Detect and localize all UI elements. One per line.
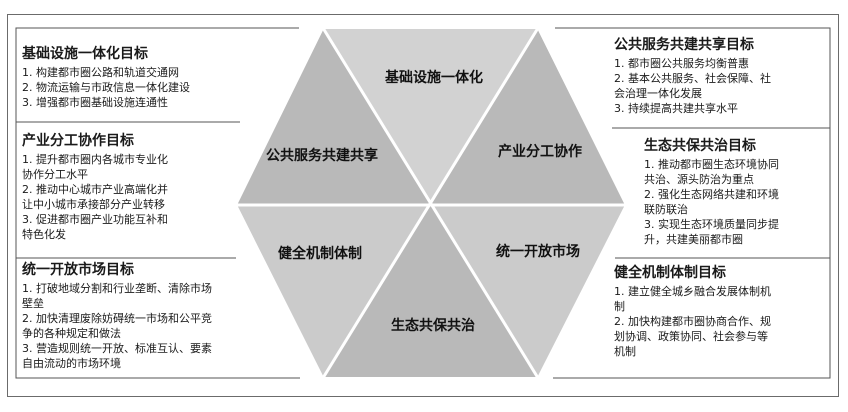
goal-title: 公共服务共建共享目标 xyxy=(614,37,754,53)
right-box-outline-3 xyxy=(553,257,831,379)
hex-label-market: 统一开放市场 xyxy=(496,243,580,260)
hex-dividers xyxy=(236,27,626,379)
goal-box-industry: 产业分工协作目标 1. 提升都市圈内各城市专业化 协作分工水平 2. 推动中心城… xyxy=(22,133,227,242)
goal-item: 会治理一体化发展 xyxy=(614,87,702,100)
goal-item: 2. 加快构建都市圈协商合作、规 xyxy=(614,315,771,328)
goal-item: 协作分工水平 xyxy=(22,168,88,181)
hex-label-industry: 产业分工协作 xyxy=(498,143,582,160)
goal-item: 2. 推动中心城市产业高端化并 xyxy=(22,183,168,196)
goal-item: 机制 xyxy=(614,345,636,358)
left-box-outline-3 xyxy=(15,257,300,379)
goal-box-infrastructure: 基础设施一体化目标 1. 构建都市圈公路和轨道交通网 2. 物流运输与市政信息一… xyxy=(22,46,227,110)
goal-title: 基础设施一体化目标 xyxy=(22,46,148,62)
goal-item: 1. 都市圈公共服务均衡普惠 xyxy=(614,57,749,70)
goal-title: 统一开放市场目标 xyxy=(22,262,134,278)
goal-box-market: 统一开放市场目标 1. 打破地域分割和行业垄断、清除市场 壁垒 2. 加快清理废… xyxy=(22,262,227,371)
goal-title: 健全机制体制目标 xyxy=(614,265,726,281)
goal-item: 3. 营造规则统一开放、标准互认、要素 xyxy=(22,342,212,355)
goal-item: 自由流动的市场环境 xyxy=(22,357,121,370)
goal-box-public-service: 公共服务共建共享目标 1. 都市圈公共服务均衡普惠 2. 基本公共服务、社会保障… xyxy=(614,37,826,116)
hex-label-ecology: 生态共保共治 xyxy=(391,317,475,334)
goal-item: 2. 强化生态网络共建和环境 xyxy=(644,188,779,201)
goal-item: 3. 持续提高共建共享水平 xyxy=(614,102,738,115)
goal-item: 共治、源头防治为重点 xyxy=(644,173,754,186)
goal-box-ecology: 生态共保共治目标 1. 推动都市圈生态环境协同 共治、源头防治为重点 2. 强化… xyxy=(644,138,830,247)
goal-item: 让中小城市承接部分产业转移 xyxy=(22,198,165,211)
hex-label-infrastructure: 基础设施一体化 xyxy=(385,69,483,86)
hex-segment-industry xyxy=(431,28,626,205)
hex-segment-mechanism xyxy=(236,205,431,378)
goal-title: 产业分工协作目标 xyxy=(22,133,134,149)
goal-item: 特色化发 xyxy=(22,228,66,241)
goal-item: 3. 增强都市圈基础设施连通性 xyxy=(22,96,168,109)
goal-item: 2. 物流运输与市政信息一体化建设 xyxy=(22,81,190,94)
goal-item: 升，共建美丽都市圈 xyxy=(644,233,743,246)
goal-item: 1. 推动都市圈生态环境协同 xyxy=(644,158,779,171)
goal-item: 3. 促进都市圈产业功能互补和 xyxy=(22,213,168,226)
goal-item: 2. 基本公共服务、社会保障、社 xyxy=(614,72,771,85)
goal-item: 1. 建立健全城乡融合发展体制机 xyxy=(614,285,771,298)
goal-item: 联防联治 xyxy=(644,203,688,216)
diagram-frame xyxy=(7,14,839,397)
goal-title: 生态共保共治目标 xyxy=(644,138,756,154)
goal-item: 1. 打破地域分割和行业垄断、清除市场 xyxy=(22,282,212,295)
hex-label-mechanism: 健全机制体制 xyxy=(278,245,362,262)
hex-segment-infrastructure xyxy=(323,28,538,205)
goal-item: 3. 实现生态环境质量同步提 xyxy=(644,218,779,231)
goal-item: 2. 加快清理废除妨碍统一市场和公平竞 xyxy=(22,312,212,325)
goal-item: 1. 提升都市圈内各城市专业化 xyxy=(22,153,168,166)
goal-item: 壁垒 xyxy=(22,297,44,310)
hex-outline xyxy=(234,27,628,379)
goal-item: 争的各种规定和做法 xyxy=(22,327,121,340)
goal-item: 制 xyxy=(614,300,625,313)
hex-segment-market xyxy=(431,205,626,378)
hex-label-public-service: 公共服务共建共享 xyxy=(266,147,378,164)
goal-box-mechanism: 健全机制体制目标 1. 建立健全城乡融合发展体制机 制 2. 加快构建都市圈协商… xyxy=(614,265,826,359)
goal-item: 划协调、政策协同、社会参与等 xyxy=(614,330,768,343)
hex-segment-ecology xyxy=(323,205,538,378)
goal-item: 1. 构建都市圈公路和轨道交通网 xyxy=(22,66,179,79)
hex-segment-public-service xyxy=(236,28,431,205)
